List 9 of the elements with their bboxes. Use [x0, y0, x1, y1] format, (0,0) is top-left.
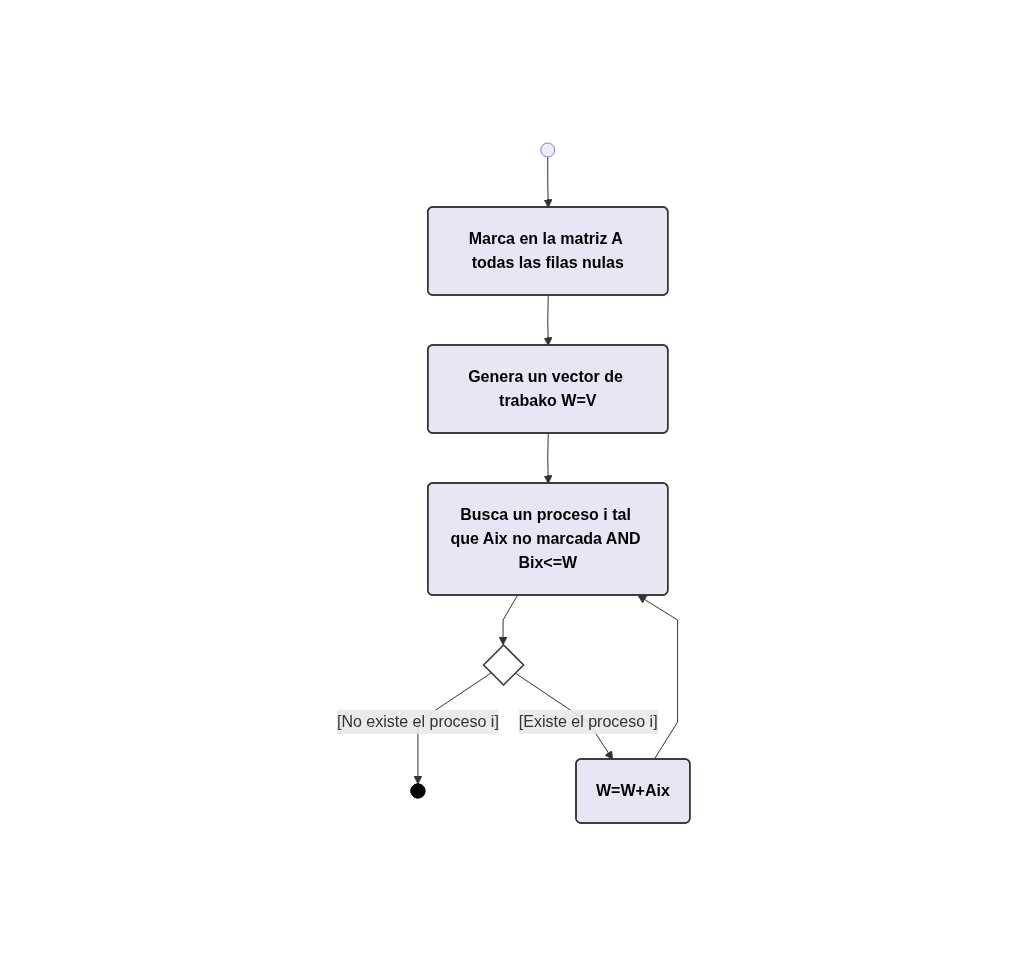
edge-label: [Existe el proceso i]: [518, 712, 658, 730]
node-diamond: [482, 643, 525, 686]
arrow: [543, 294, 553, 346]
arrow: [543, 432, 553, 484]
arrow: [637, 594, 679, 760]
arrow: [543, 156, 553, 208]
node-circle: [540, 142, 556, 157]
edge-label: [No existe el proceso i]: [337, 712, 499, 730]
arrow: [498, 594, 518, 645]
